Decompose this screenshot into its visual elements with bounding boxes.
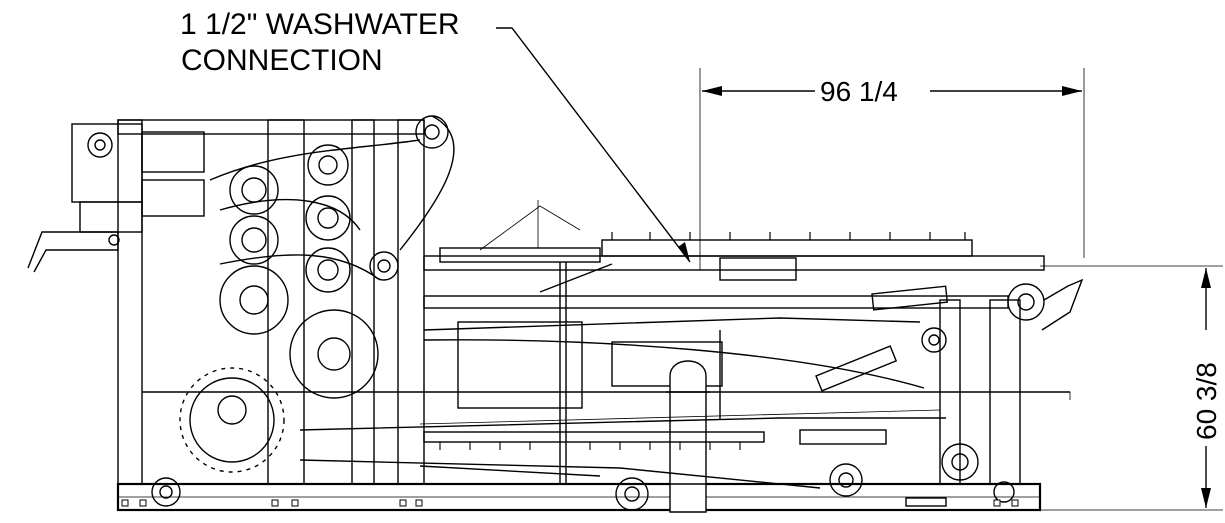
motor-mount <box>79 201 143 233</box>
lower-drip-pan <box>423 431 765 443</box>
discharge-scraper <box>1041 278 1084 331</box>
bottom-roller-center <box>615 477 649 511</box>
filtrate-box <box>611 341 723 387</box>
drive-sprocket <box>179 367 285 473</box>
filtrate-pan <box>457 321 583 409</box>
tension-cylinder-upper <box>871 285 949 311</box>
washwater-callout: 1 1/2" WASHWATER CONNECTION <box>180 8 691 263</box>
bottom-roller-left <box>151 477 181 507</box>
gravity-table-rail <box>601 239 973 257</box>
gearbox-output-shaft <box>87 132 113 158</box>
tension-cylinder-middle <box>815 345 898 392</box>
feed-hopper-outline <box>479 205 581 251</box>
vertical-dimension-value: 60 3/8 <box>1191 362 1222 440</box>
top-frame-beam <box>117 119 425 135</box>
tension-cylinder-bottom <box>905 497 947 507</box>
dimension-arrow-bottom <box>1201 488 1211 508</box>
washwater-header-box <box>719 257 797 281</box>
tension-cylinder-lower <box>799 429 887 445</box>
drive-motor-upper <box>141 131 205 173</box>
callout-leader-arrowhead <box>678 242 690 262</box>
horizontal-dimension: 96 1/4 <box>699 68 1085 270</box>
frame-post-3 <box>351 119 375 485</box>
callout-line-2: CONNECTION <box>181 44 383 77</box>
dimension-arrow-top <box>1201 268 1211 288</box>
pressure-roller <box>289 309 379 399</box>
frame-post-4 <box>397 119 425 485</box>
roller-stack-right <box>305 115 449 293</box>
dimension-arrow-left <box>702 86 722 96</box>
feed-box <box>439 247 601 263</box>
horizontal-dimension-value: 96 1/4 <box>820 76 898 107</box>
left-discharge-chute <box>27 231 119 273</box>
drive-motor-lower <box>141 179 205 217</box>
plow-row <box>611 232 966 240</box>
callout-line-1: 1 1/2" WASHWATER <box>180 8 460 41</box>
dimension-arrow-right <box>1062 86 1082 96</box>
roller-stack-left <box>219 165 289 335</box>
discharge-roller <box>1007 283 1045 321</box>
belt-press-machine <box>27 115 1084 513</box>
bottom-roller-right <box>941 443 979 481</box>
callout-leader-line <box>496 27 691 263</box>
drain-pipe <box>669 360 707 513</box>
vertical-dimension: 60 3/8 <box>1040 265 1223 511</box>
belt-path-top <box>399 115 455 251</box>
intermediate-frame-beam <box>423 295 1009 309</box>
frame-post-1 <box>117 119 143 485</box>
